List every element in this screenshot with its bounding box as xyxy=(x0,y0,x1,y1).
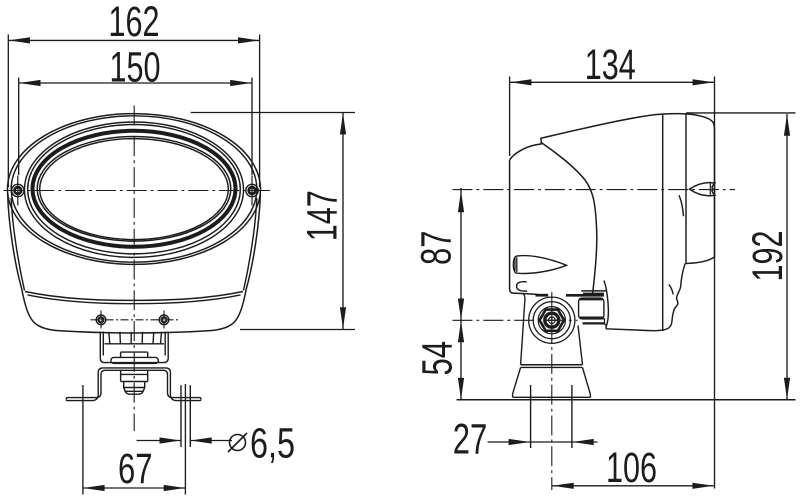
svg-text:147: 147 xyxy=(299,190,347,241)
svg-text:134: 134 xyxy=(585,41,636,89)
svg-text:67: 67 xyxy=(118,445,153,493)
svg-text:106: 106 xyxy=(606,444,657,492)
svg-text:192: 192 xyxy=(744,231,792,282)
svg-text:54: 54 xyxy=(414,341,462,376)
svg-text:27: 27 xyxy=(453,416,488,464)
svg-text:162: 162 xyxy=(109,0,160,46)
svg-text:87: 87 xyxy=(413,231,461,266)
svg-text:150: 150 xyxy=(110,44,161,92)
svg-text:6,5: 6,5 xyxy=(250,420,295,468)
